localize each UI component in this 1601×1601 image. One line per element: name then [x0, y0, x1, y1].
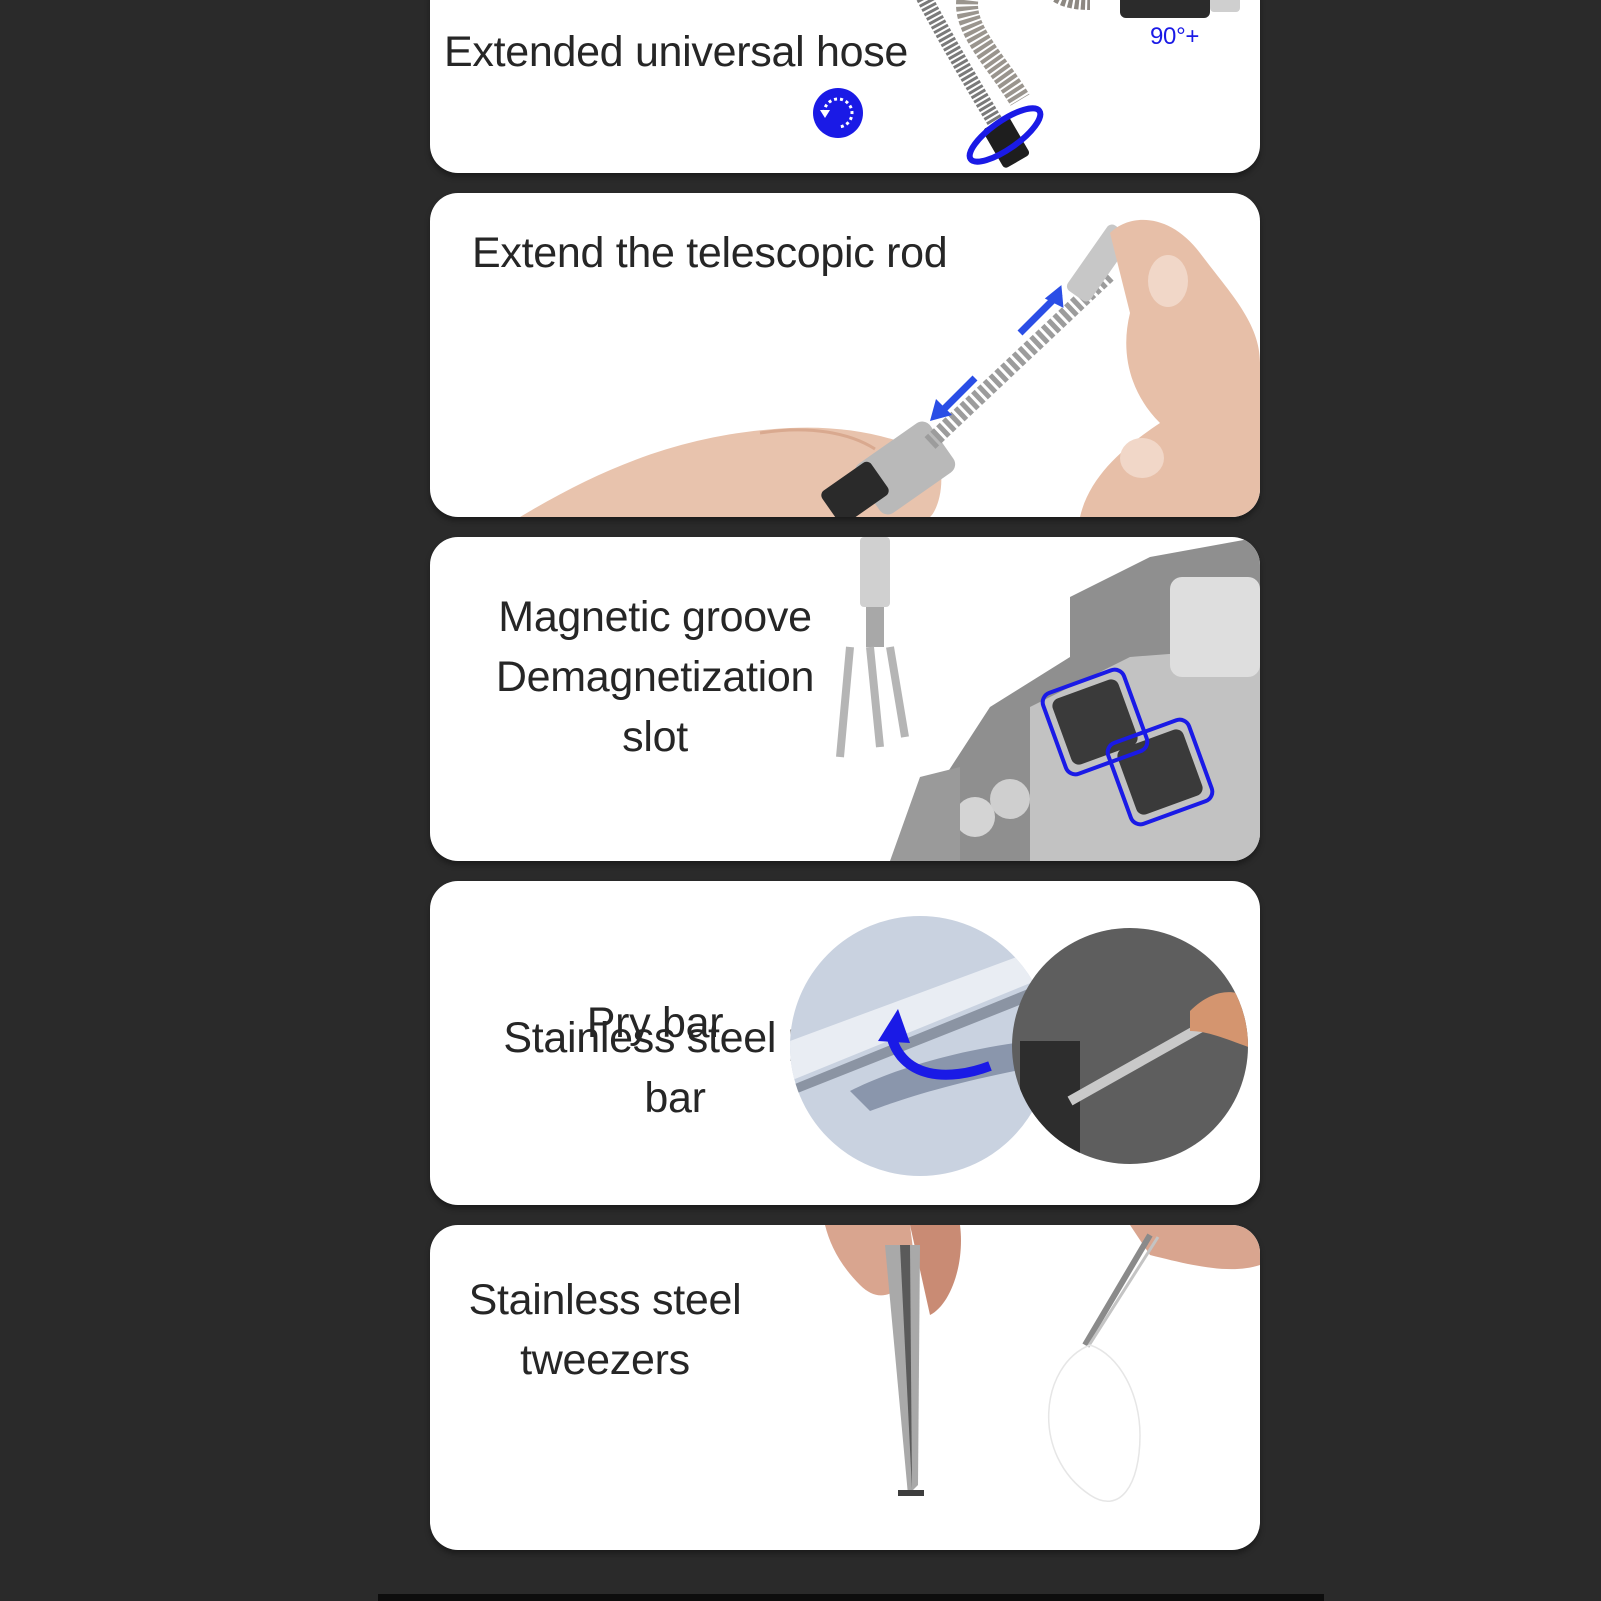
feature-card-magnetic-groove: Magnetic groove Demagnetization slot: [430, 537, 1260, 861]
card-line-2: tweezers: [520, 1336, 690, 1384]
hose-illustration: [813, 0, 1240, 168]
feature-card-telescopic-rod: Extend the telescopic rod: [430, 193, 1260, 517]
card-line-1: Stainless steel pry: [503, 1014, 847, 1062]
toolbox-illustration: [836, 537, 1260, 861]
feature-card-pry-bar: Pry bar Stainless steel pry bar: [430, 881, 1260, 1205]
feature-card-tweezers: Stainless steel tweezers: [430, 1225, 1260, 1550]
card-title: Extend the telescopic rod: [472, 229, 948, 277]
pry-bar-illustration: [790, 916, 1248, 1176]
bottom-edge-bar: [378, 1594, 1324, 1601]
card-text: Magnetic groove Demagnetization slot: [460, 587, 850, 767]
card-line-1: Stainless steel: [468, 1276, 742, 1324]
angle-label: 90°+: [1150, 23, 1200, 50]
card-line-1: Magnetic groove: [498, 593, 812, 641]
card-line-3: slot: [622, 713, 688, 761]
tweezers-illustration: [825, 1225, 1260, 1502]
card-line-2: Demagnetization: [495, 653, 815, 701]
card-line-2: bar: [644, 1074, 706, 1122]
card-text: Stainless steel tweezers: [450, 1270, 760, 1390]
card-title: Extended universal hose: [444, 28, 909, 76]
card-text: Stainless steel pry bar: [480, 1008, 870, 1128]
telescopic-rod-illustration: [520, 219, 1260, 517]
pry-bar-overlay-text: Pry bar: [586, 999, 724, 1047]
feature-card-universal-hose: Extended universal hose 90°+: [430, 0, 1260, 173]
